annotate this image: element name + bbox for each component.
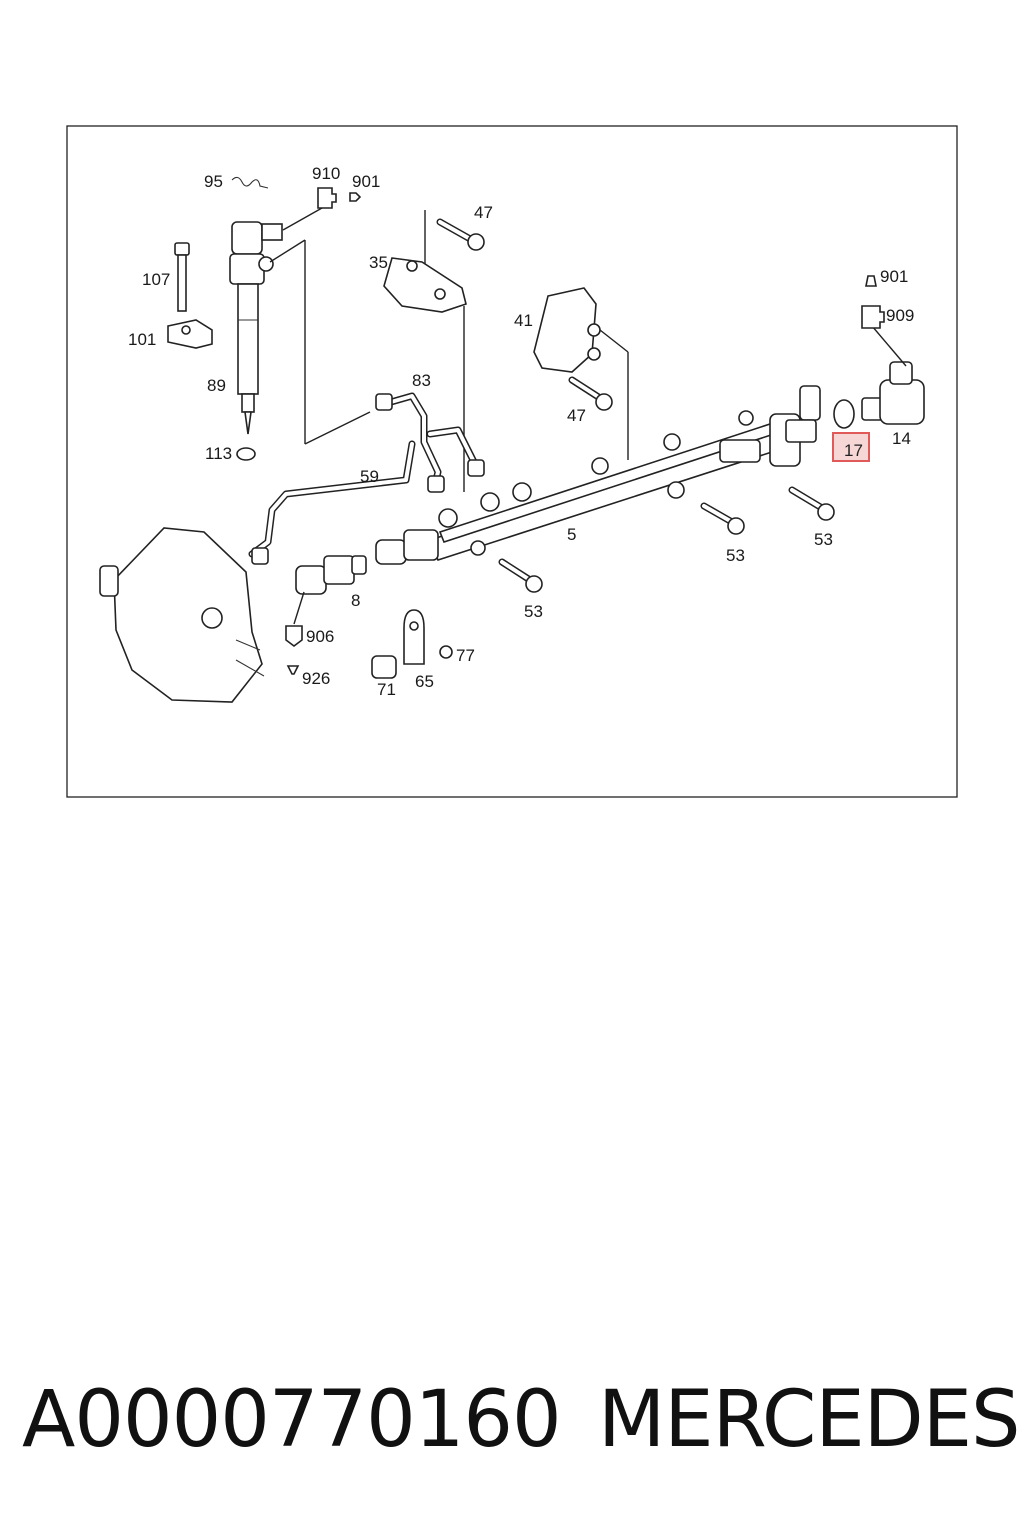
bolt-107 — [174, 242, 190, 312]
o-ring-17 — [833, 399, 855, 429]
label-17: 17 — [844, 441, 863, 460]
connector-910-shape — [317, 187, 337, 209]
pipe-59 — [248, 440, 416, 558]
label-53-right: 53 — [814, 530, 833, 549]
label-909: 909 — [886, 306, 914, 325]
pin-901-right — [865, 275, 877, 287]
highlight-box-17 — [832, 432, 870, 462]
diagram-frame — [66, 125, 958, 798]
part-number: A0000770160 — [22, 1375, 562, 1465]
label-910: 910 — [312, 164, 340, 183]
bracket-41 — [533, 287, 597, 373]
pin-926 — [286, 665, 300, 675]
clip-95-shape — [231, 176, 269, 189]
label-53-lower: 53 — [524, 602, 543, 621]
bolt-53-right — [788, 486, 835, 521]
label-41: 41 — [514, 311, 533, 330]
label-35: 35 — [369, 253, 388, 272]
label-47-top: 47 — [474, 203, 493, 222]
label-14: 14 — [892, 429, 911, 448]
connector-909 — [861, 305, 885, 329]
label-901-top: 901 — [352, 172, 380, 191]
label-59: 59 — [360, 467, 379, 486]
parts-diagram: 95 910 901 47 35 107 101 89 113 41 47 83… — [66, 125, 958, 798]
label-926: 926 — [302, 669, 330, 688]
label-83: 83 — [412, 371, 431, 390]
label-89: 89 — [207, 376, 226, 395]
label-77: 77 — [456, 646, 475, 665]
label-53-mid: 53 — [726, 546, 745, 565]
bolt-53-lower — [498, 558, 543, 593]
washer-113 — [236, 447, 256, 461]
pin-901-top-shape — [349, 192, 362, 202]
label-901-right: 901 — [880, 267, 908, 286]
label-65: 65 — [415, 672, 434, 691]
bolt-47-lower — [568, 376, 613, 411]
bolt-53-mid — [700, 502, 745, 535]
fuel-rail-5 — [428, 385, 821, 561]
sensor-8 — [295, 555, 367, 595]
label-8: 8 — [351, 591, 360, 610]
high-pressure-pump — [99, 527, 265, 703]
label-5: 5 — [567, 525, 576, 544]
clip-65 — [403, 609, 425, 665]
label-906: 906 — [306, 627, 334, 646]
bolt-77 — [439, 645, 453, 659]
rail-pressure-sensor — [375, 529, 439, 565]
label-47-lower: 47 — [567, 406, 586, 425]
label-101: 101 — [128, 330, 156, 349]
label-71: 71 — [377, 680, 396, 699]
footer: A0000770160 MERCEDES — [0, 1370, 1024, 1480]
sleeve-71 — [371, 655, 397, 679]
bracket-35 — [383, 257, 467, 313]
label-107: 107 — [142, 270, 170, 289]
connector-906 — [285, 625, 303, 647]
label-113: 113 — [205, 444, 232, 463]
injector-89 — [229, 221, 283, 435]
brand-name: MERCEDES — [598, 1375, 1020, 1465]
pressure-valve-14 — [861, 361, 925, 425]
bolt-47-top — [436, 218, 485, 251]
label-95: 95 — [204, 172, 223, 191]
clamp-101 — [167, 319, 213, 349]
